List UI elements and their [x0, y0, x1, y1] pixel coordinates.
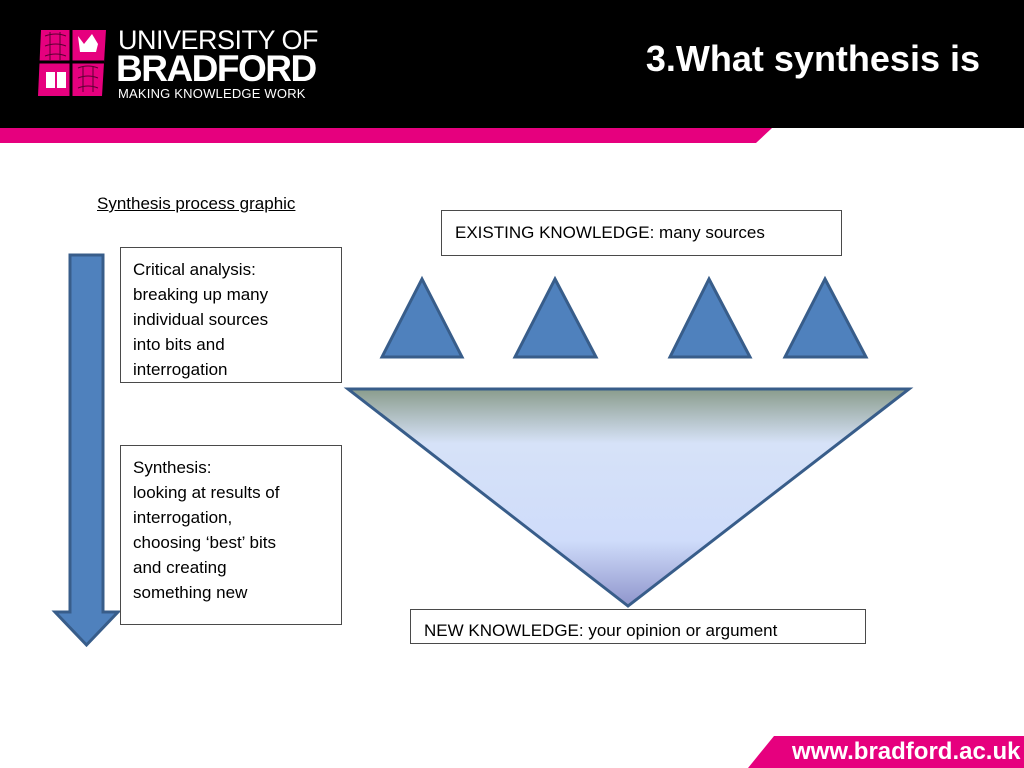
synthesis-line: something new	[133, 583, 248, 602]
logo-text-university-of: UNIVERSITY OF	[118, 25, 319, 55]
source-triangle-4	[782, 275, 869, 359]
synthesis-line: Synthesis:	[133, 458, 212, 477]
critical-analysis-line: Critical analysis:	[133, 260, 256, 279]
existing-knowledge-label: EXISTING KNOWLEDGE: many sources	[455, 223, 765, 242]
synthesis-funnel	[343, 387, 914, 608]
critical-analysis-line: breaking up many	[133, 285, 269, 304]
source-triangle-2	[512, 275, 599, 359]
footer-url-link[interactable]: www.bradford.ac.uk	[792, 738, 1021, 765]
synthesis-line: and creating	[133, 558, 227, 577]
source-triangle-3	[667, 275, 753, 359]
synthesis-line: interrogation,	[133, 508, 233, 527]
diagram-caption: Synthesis process graphic	[97, 194, 296, 213]
critical-analysis-box: Critical analysis: breaking up many indi…	[120, 247, 342, 383]
slide-title: 3.What synthesis is	[645, 38, 980, 79]
source-triangle-1	[379, 275, 465, 359]
existing-knowledge-box: EXISTING KNOWLEDGE: many sources	[441, 210, 842, 256]
down-arrow	[51, 253, 122, 648]
synthesis-line: choosing ‘best’ bits	[133, 533, 277, 552]
logo-text-bradford: BRADFORD	[116, 48, 317, 89]
university-logo	[38, 30, 106, 96]
synthesis-line: looking at results of	[133, 483, 280, 502]
synthesis-box: Synthesis: looking at results of interro…	[120, 445, 342, 625]
critical-analysis-line: individual sources	[133, 310, 269, 329]
new-knowledge-box: NEW KNOWLEDGE: your opinion or argument	[410, 609, 866, 644]
critical-analysis-line: into bits and	[133, 335, 225, 354]
logo-shield-icon	[38, 30, 106, 96]
header-bar	[0, 0, 1024, 128]
critical-analysis-line: interrogation	[133, 360, 228, 379]
logo-tagline: MAKING KNOWLEDGE WORK	[118, 86, 306, 101]
new-knowledge-label: NEW KNOWLEDGE: your opinion or argument	[424, 621, 778, 640]
header-pink-stripe	[0, 128, 772, 143]
footer-pink-band	[748, 736, 1024, 768]
